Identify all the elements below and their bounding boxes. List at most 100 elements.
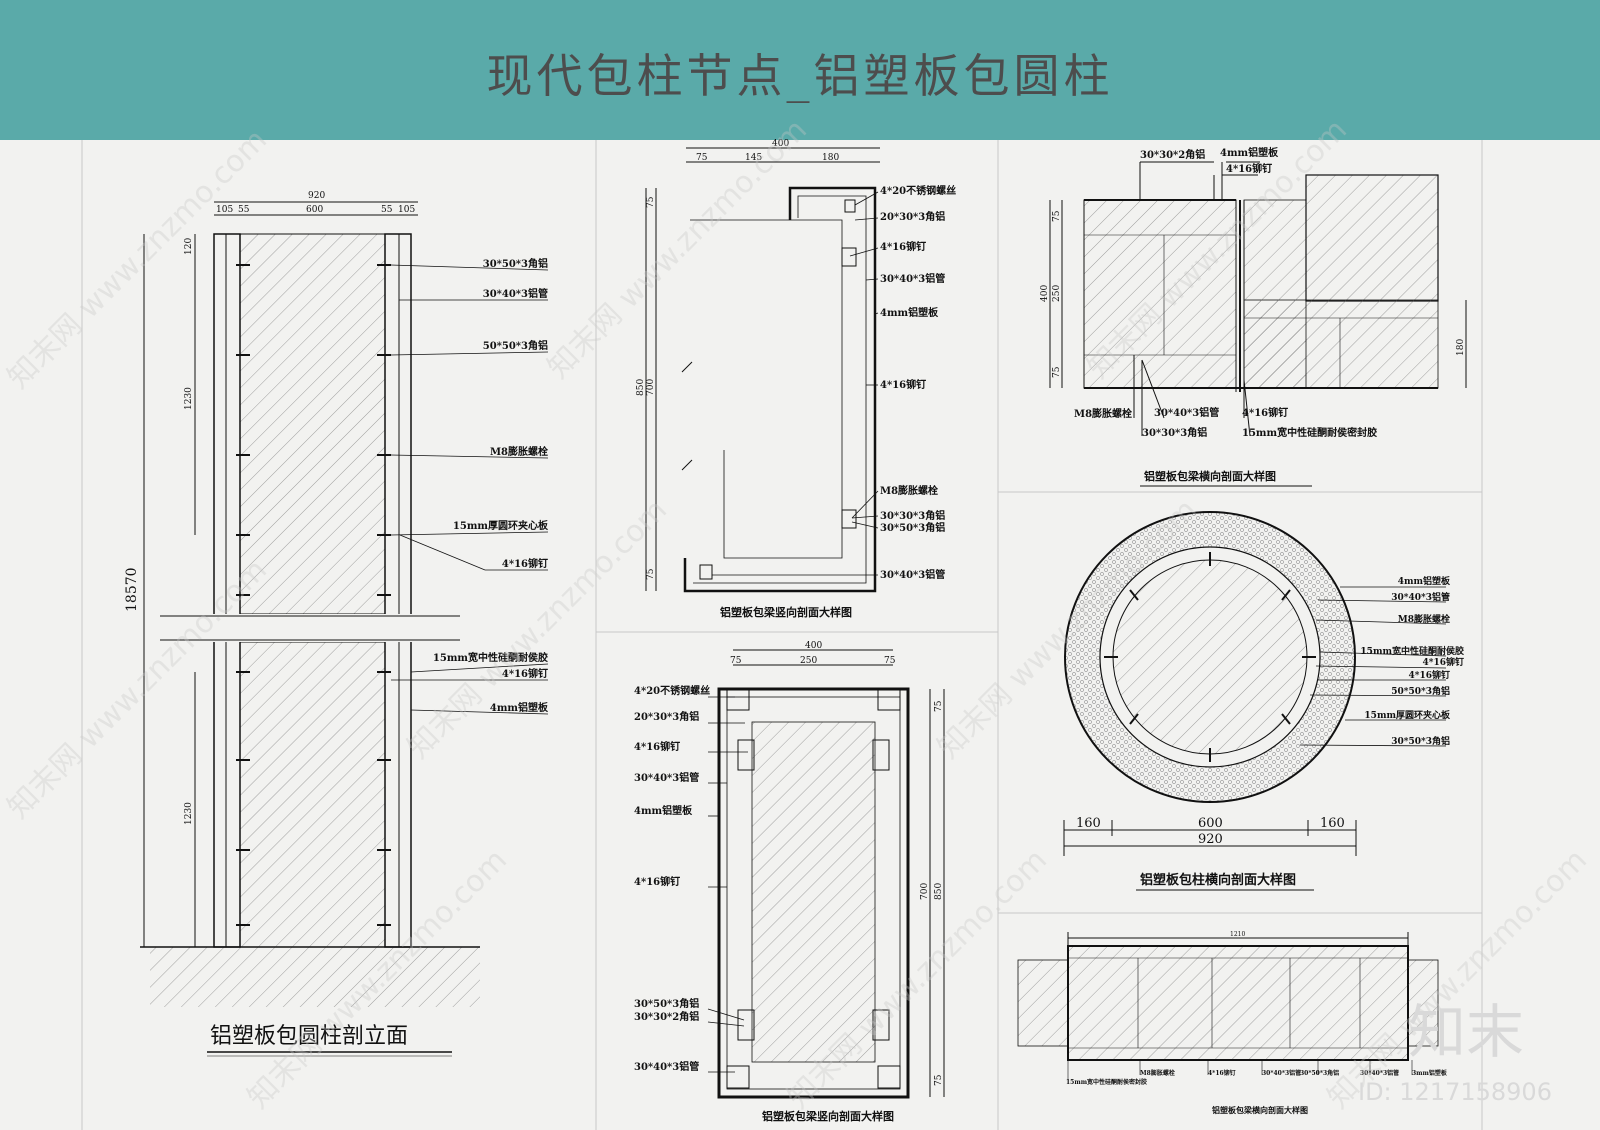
column-section-dim: 160 (1320, 816, 1345, 831)
beam-horizontal-1-label: 30*30*3角铝 (1142, 426, 1207, 439)
beam-vertical-2-drawing (707, 649, 945, 1099)
elevation-dim: 120 (184, 238, 194, 255)
beam-horizontal-1-dim: 75 (1052, 366, 1062, 378)
beam-vertical-2-caption: 铝塑板包梁竖向剖面大样图 (762, 1109, 894, 1123)
beam-horizontal-1-label: 4*16铆钉 (1242, 406, 1288, 419)
beam-horizontal-1-label: 15mm宽中性硅酮耐侯密封胶 (1242, 426, 1377, 439)
column-section-label: 15mm厚圆环夹心板 (1364, 709, 1451, 721)
beam-vertical-1-label: 20*30*3角铝 (880, 210, 945, 223)
column-section-dim: 920 (1198, 832, 1223, 847)
beam-vertical-2-label: 30*40*3铝管 (634, 771, 699, 784)
elevation-dim: 105 (398, 205, 415, 215)
beam-vertical-1-label: 4mm铝塑板 (880, 306, 939, 319)
beam-vertical-2-dim: 700 (920, 883, 930, 900)
elevation-total-height: 18570 (124, 567, 140, 612)
beam-vertical-2-label: 4*20不锈钢螺丝 (634, 684, 710, 697)
column-section-dim: 160 (1076, 816, 1101, 831)
beam-vertical-1-dim: 145 (745, 153, 762, 163)
frame-lines (81, 140, 1483, 1130)
beam-horizontal-2-drawing (1017, 932, 1439, 1080)
beam-vertical-1-dim: 75 (696, 153, 708, 163)
beam-horizontal-2-label: 4*16铆钉 (1208, 1069, 1236, 1077)
column-section-label: 30*50*3角铝 (1391, 735, 1450, 747)
beam-vertical-1-label: 30*40*3铝管 (880, 272, 945, 285)
beam-vertical-2-dim: 400 (805, 641, 822, 651)
beam-vertical-1-label: 30*40*3铝管 (880, 568, 945, 581)
column-section-label: M8膨胀螺栓 (1398, 613, 1450, 625)
beam-horizontal-1-drawing (1049, 161, 1467, 437)
elevation-dim: 920 (308, 191, 325, 201)
elevation-label: 15mm厚圆环夹心板 (453, 519, 549, 532)
beam-vertical-1-dim: 700 (646, 379, 656, 396)
column-section-label: 50*50*3角铝 (1391, 685, 1450, 697)
beam-vertical-1-dim: 850 (636, 379, 646, 396)
elevation-label: 4*16铆钉 (502, 667, 548, 680)
column-section-label: 4*16铆钉 (1423, 656, 1465, 668)
beam-vertical-2-label: 4mm铝塑板 (634, 804, 693, 817)
beam-horizontal-1-dim: 250 (1052, 285, 1062, 302)
beam-horizontal-2-label: 3mm铝塑板 (1412, 1069, 1448, 1077)
beam-horizontal-1-dim: 180 (1456, 339, 1466, 356)
watermark-text: 知末网 www.znzmo.com (541, 113, 814, 386)
elevation-label: 4*16铆钉 (502, 557, 548, 570)
beam-horizontal-1-dim: 75 (1052, 210, 1062, 222)
elevation-label: 50*50*3角铝 (483, 339, 548, 352)
beam-vertical-1-label: M8膨胀螺栓 (880, 484, 938, 497)
beam-horizontal-1-label: M8膨胀螺栓 (1074, 407, 1132, 420)
elevation-caption: 铝塑板包圆柱剖立面 (210, 1024, 408, 1049)
beam-horizontal-1-label: 4mm铝塑板 (1220, 146, 1279, 159)
elevation-label: 30*50*3角铝 (483, 257, 548, 270)
beam-vertical-2-dim: 250 (800, 656, 817, 666)
beam-vertical-2-dim: 75 (934, 700, 944, 712)
beam-vertical-2-dim: 75 (934, 1074, 944, 1086)
elevation-drawing (140, 201, 549, 1007)
beam-vertical-2-label: 4*16铆钉 (634, 740, 680, 753)
column-section-drawing (1063, 511, 1447, 856)
elevation-dim: 1230 (184, 802, 194, 825)
beam-vertical-2-dim: 75 (884, 656, 896, 666)
title-banner (0, 0, 1600, 140)
beam-horizontal-1-label: 30*30*2角铝 (1140, 148, 1205, 161)
beam-vertical-1-dim: 400 (772, 139, 789, 149)
elevation-dim: 55 (238, 205, 250, 215)
elevation-dim: 105 (216, 205, 233, 215)
beam-vertical-2-label: 20*30*3角铝 (634, 710, 699, 723)
beam-horizontal-2-dim: 1210 (1230, 931, 1245, 938)
beam-vertical-1-label: 30*50*3角铝 (880, 521, 945, 534)
beam-vertical-1-dim: 180 (822, 153, 839, 163)
beam-horizontal-2-caption: 铝塑板包梁横向剖面大样图 (1212, 1105, 1308, 1115)
beam-vertical-1-label: 30*30*3角铝 (880, 509, 945, 522)
beam-vertical-2-dim: 75 (730, 656, 742, 666)
beam-vertical-2-dim: 850 (934, 883, 944, 900)
beam-vertical-2-label: 30*40*3铝管 (634, 1060, 699, 1073)
beam-horizontal-2-label: 30*40*3铝管 (1360, 1069, 1399, 1077)
beam-vertical-2-label: 4*16铆钉 (634, 875, 680, 888)
beam-vertical-1-label: 4*20不锈钢螺丝 (880, 184, 956, 197)
beam-vertical-1-caption: 铝塑板包梁竖向剖面大样图 (720, 605, 852, 619)
column-section-caption: 铝塑板包柱横向剖面大样图 (1140, 872, 1296, 888)
beam-vertical-1-label: 4*16铆钉 (880, 378, 926, 391)
brand-id: ID: 1217158906 (1358, 1078, 1552, 1106)
beam-vertical-1-dim: 75 (646, 196, 656, 208)
elevation-label: 30*40*3铝管 (483, 287, 548, 300)
beam-vertical-1-dim: 75 (646, 568, 656, 580)
elevation-label: 4mm铝塑板 (490, 701, 549, 714)
beam-horizontal-1-dim: 400 (1040, 285, 1050, 302)
elevation-label: 15mm宽中性硅酮耐侯胶 (433, 651, 548, 664)
beam-horizontal-2-label: M8膨胀螺栓 (1140, 1069, 1175, 1077)
beam-vertical-2-label: 30*30*2角铝 (634, 1010, 699, 1023)
elevation-dim: 1230 (184, 387, 194, 410)
beam-horizontal-1-caption: 铝塑板包梁横向剖面大样图 (1144, 469, 1276, 483)
elevation-dim: 55 (381, 205, 393, 215)
beam-horizontal-1-label: 4*16铆钉 (1226, 162, 1272, 175)
column-section-label: 4mm铝塑板 (1398, 575, 1451, 587)
beam-horizontal-2-label: 15mm宽中性硅酮耐侯密封胶 (1066, 1078, 1147, 1086)
brand-logo: 知末 (1408, 998, 1524, 1066)
column-section-label: 15mm宽中性硅酮耐侯胶 (1360, 645, 1464, 657)
beam-horizontal-1-label: 30*40*3铝管 (1154, 406, 1219, 419)
elevation-dim: 600 (306, 205, 323, 215)
elevation-label: M8膨胀螺栓 (490, 445, 548, 458)
column-section-dim: 600 (1198, 816, 1223, 831)
beam-vertical-1-drawing (645, 147, 880, 593)
